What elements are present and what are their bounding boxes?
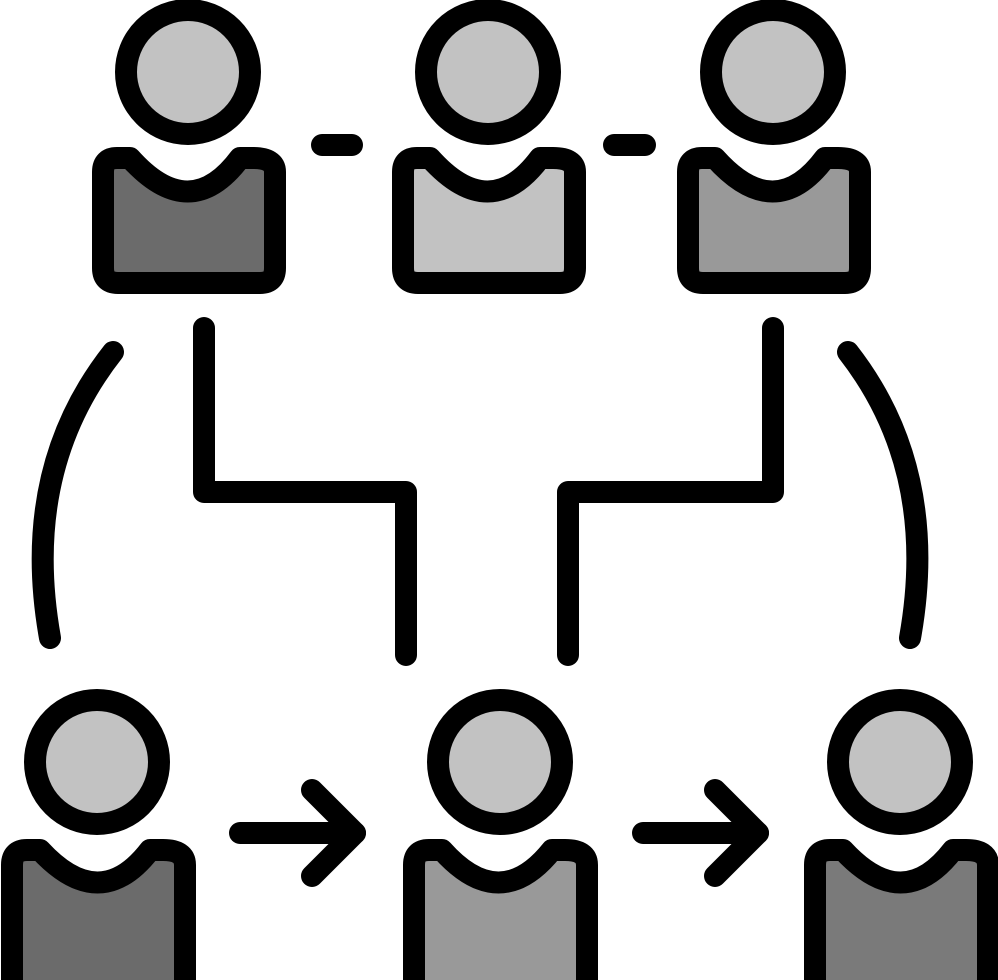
curve-left-icon — [31, 341, 124, 649]
person-top-left-icon — [92, 0, 286, 294]
person-bottom-right-icon — [804, 689, 998, 980]
person-top-right-icon — [677, 0, 871, 294]
person-top-center-icon — [392, 0, 586, 294]
elbow-connector-right-icon — [557, 317, 784, 666]
person-bottom-left-icon — [1, 689, 196, 980]
person-bottom-center-icon — [403, 689, 598, 980]
arrow-right-1-icon — [229, 779, 366, 887]
arrow-right-2-icon — [632, 779, 769, 887]
curve-right-icon — [837, 341, 929, 649]
elbow-connector-left-icon — [193, 317, 417, 666]
